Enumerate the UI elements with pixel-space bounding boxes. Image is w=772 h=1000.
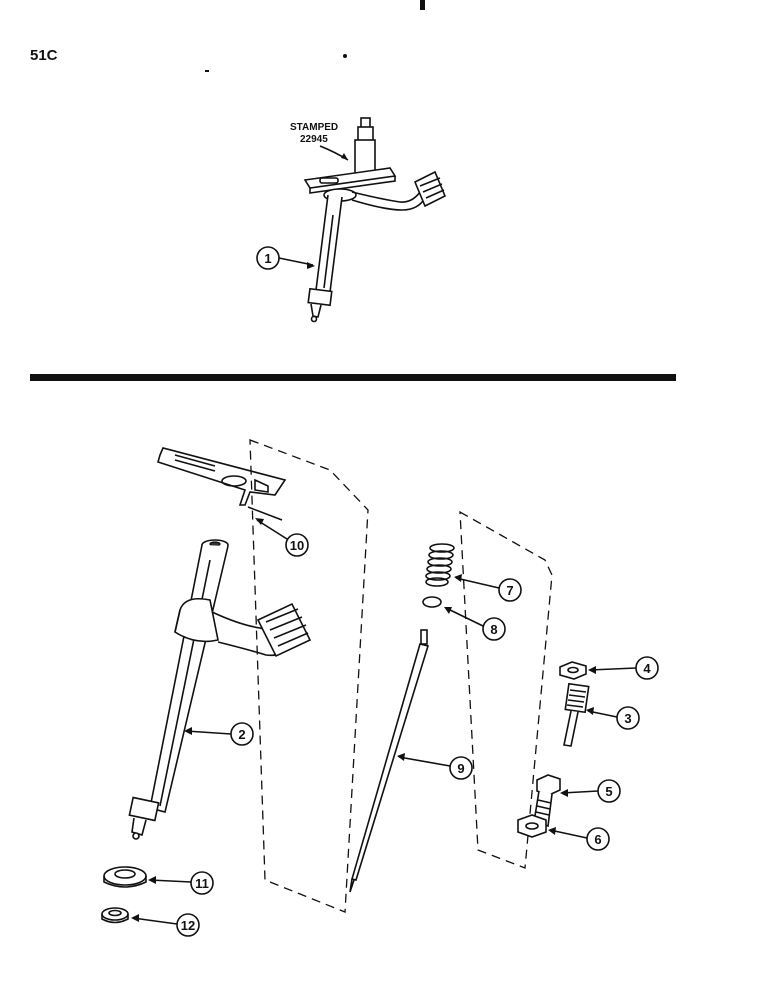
sealing-washer-large bbox=[103, 866, 147, 888]
callout-2: 2 bbox=[184, 722, 254, 746]
svg-text:7: 7 bbox=[506, 583, 513, 598]
assembled-injector bbox=[303, 117, 447, 323]
svg-text:4: 4 bbox=[643, 661, 651, 676]
speck bbox=[205, 70, 209, 72]
callout-11: 11 bbox=[148, 871, 214, 895]
svg-text:5: 5 bbox=[605, 784, 612, 799]
group-boundary-inner bbox=[459, 510, 553, 869]
adjusting-screw bbox=[563, 682, 590, 747]
svg-text:10: 10 bbox=[290, 538, 304, 553]
callout-9: 9 bbox=[397, 753, 473, 780]
svg-text:1: 1 bbox=[264, 251, 271, 266]
page-code: 51C bbox=[30, 47, 58, 64]
stamp-label: STAMPED bbox=[290, 122, 338, 133]
spring-seat bbox=[422, 596, 442, 608]
svg-text:11: 11 bbox=[195, 876, 209, 891]
clamp-plate bbox=[157, 447, 287, 521]
svg-text:6: 6 bbox=[594, 832, 601, 847]
lock-nut-large bbox=[517, 814, 547, 838]
callout-7: 7 bbox=[454, 574, 522, 602]
callout-12: 12 bbox=[131, 913, 200, 937]
lock-nut-small bbox=[559, 661, 587, 680]
spring bbox=[425, 543, 455, 587]
callout-3: 3 bbox=[586, 706, 640, 730]
needle-valve bbox=[349, 629, 430, 893]
svg-text:2: 2 bbox=[238, 727, 245, 742]
callout-4: 4 bbox=[588, 656, 659, 680]
callout-5: 5 bbox=[560, 779, 621, 803]
sealing-washer-small bbox=[101, 907, 129, 924]
svg-text:8: 8 bbox=[490, 622, 497, 637]
callout-10: 10 bbox=[255, 518, 309, 557]
injector-body bbox=[128, 539, 312, 840]
callout-8: 8 bbox=[444, 607, 506, 641]
speck bbox=[420, 0, 425, 10]
callout-6: 6 bbox=[548, 827, 610, 851]
section-divider bbox=[30, 374, 676, 381]
stamp-number: 22945 bbox=[300, 134, 328, 145]
callout-1: 1 bbox=[256, 246, 315, 270]
speck bbox=[343, 54, 347, 58]
group-boundary-outer bbox=[249, 439, 369, 913]
svg-text:3: 3 bbox=[624, 711, 631, 726]
svg-text:12: 12 bbox=[181, 918, 195, 933]
svg-text:9: 9 bbox=[457, 761, 464, 776]
